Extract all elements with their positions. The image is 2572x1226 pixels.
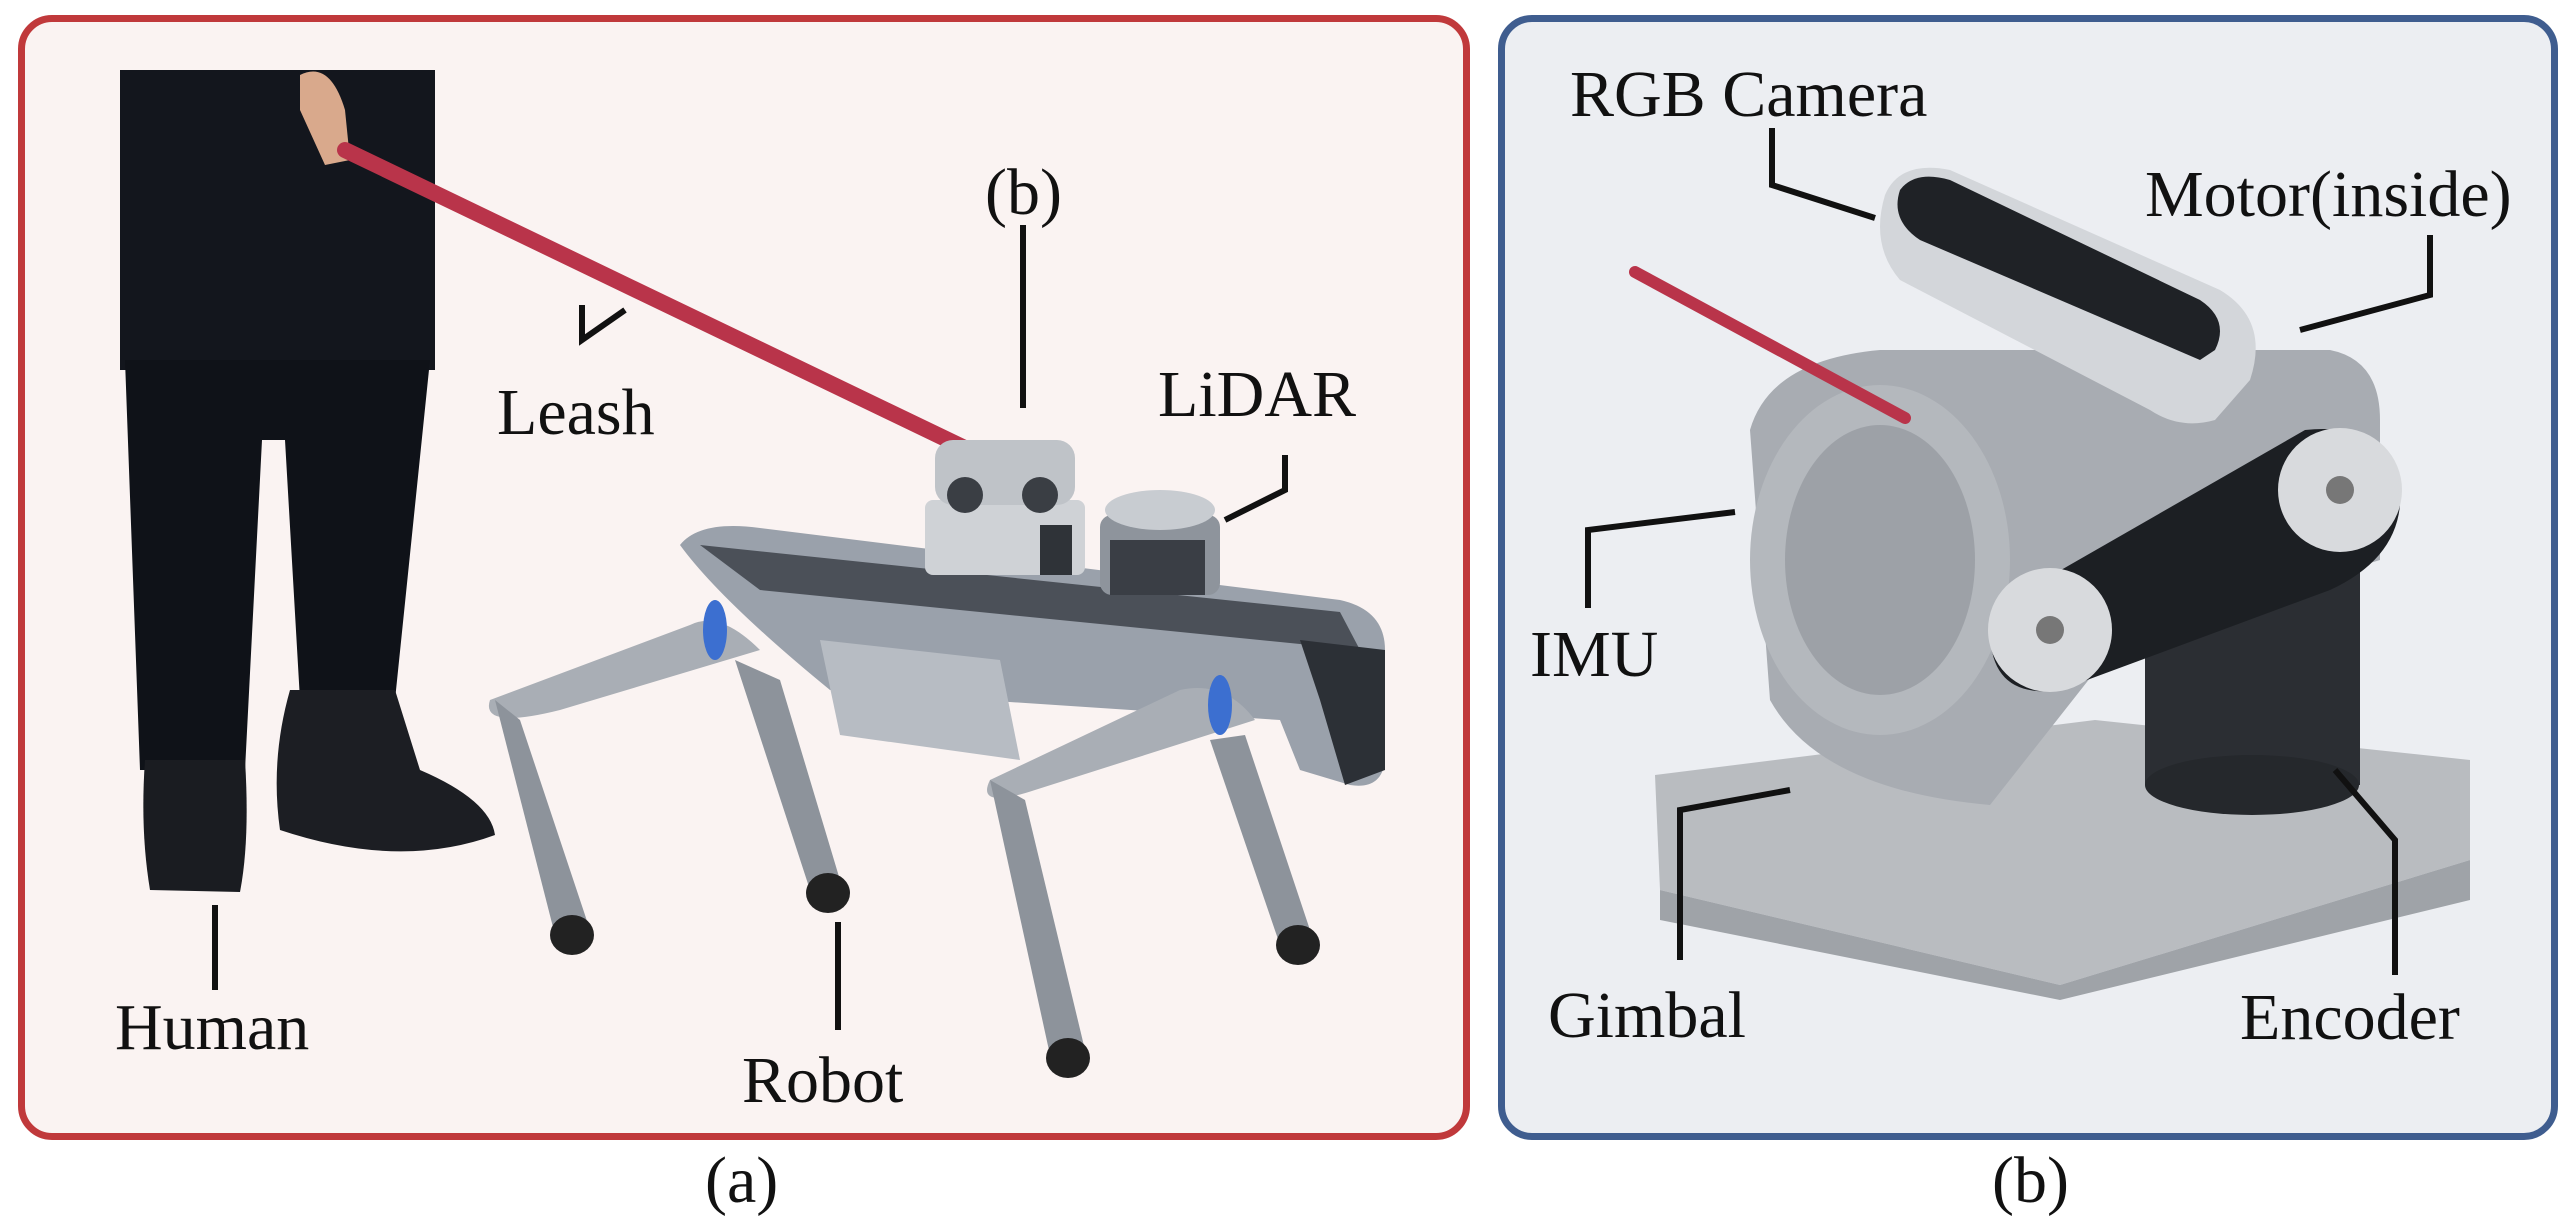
label-robot: Robot: [742, 1044, 904, 1117]
label-motor: Motor(inside): [2145, 158, 2512, 231]
gimbal-illustration: [1655, 167, 2470, 1000]
caption-b: (b): [1992, 1144, 2069, 1217]
panel-a-leader-lines: [212, 225, 1288, 1030]
caption-a: (a): [705, 1144, 779, 1217]
label-leash: Leash: [497, 376, 655, 449]
human-figure: [120, 70, 495, 892]
label-b-ref: (b): [985, 156, 1062, 229]
leash-line: [337, 142, 1008, 473]
label-encoder: Encoder: [2240, 981, 2460, 1054]
robot-dog: [488, 440, 1385, 1078]
leash-stub-line: [1629, 266, 1911, 424]
label-human: Human: [115, 991, 310, 1064]
label-lidar: LiDAR: [1158, 358, 1356, 431]
label-imu: IMU: [1530, 618, 1659, 691]
panel-b-leader-lines: [1585, 128, 2433, 975]
label-rgb-camera: RGB Camera: [1570, 58, 1928, 131]
label-gimbal: Gimbal: [1548, 979, 1746, 1052]
